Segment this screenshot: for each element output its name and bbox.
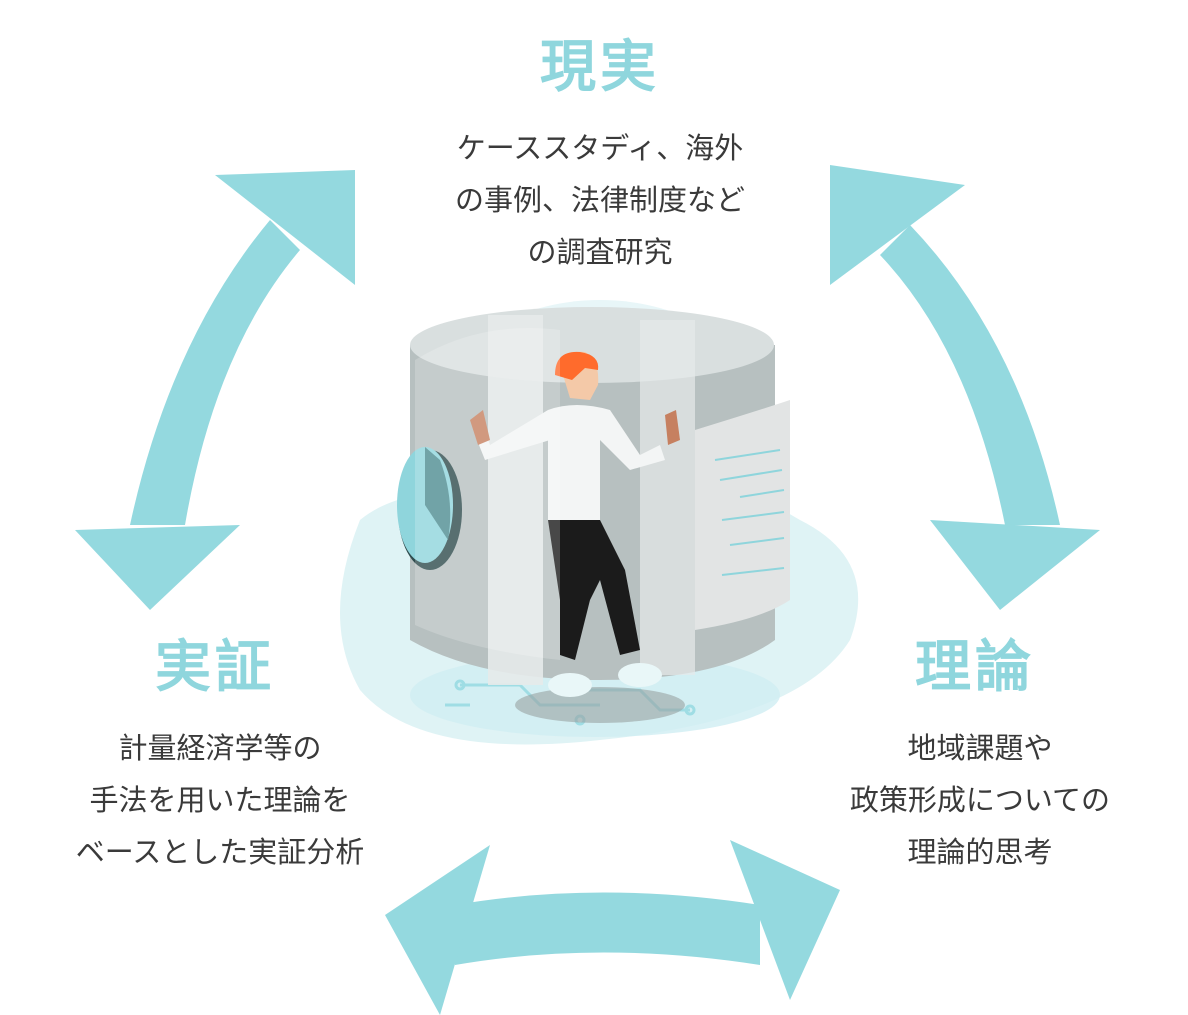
theory-line-2: 政策形成についての (849, 783, 1111, 817)
empirical-description: 計量経済学等の 手法を用いた理論を ベースとした実証分析 (10, 722, 430, 878)
reality-description: ケーススタディ、海外 の事例、法律制度など の調査研究 (400, 122, 800, 278)
reality-line-2: の事例、法律制度など (454, 183, 745, 217)
illustration (340, 300, 859, 745)
empirical-title: 実証 (155, 635, 275, 700)
pie-chart-icon (397, 447, 462, 570)
document-icon (695, 400, 790, 630)
empirical-line-1: 計量経済学等の (118, 731, 322, 765)
reality-line-1: ケーススタディ、海外 (456, 131, 744, 165)
empirical-line-3: ベースとした実証分析 (75, 835, 365, 869)
person-figure (470, 351, 680, 697)
arrow-reality-empirical (75, 170, 355, 610)
reality-title: 現実 (540, 35, 660, 100)
reality-line-3: の調査研究 (527, 235, 673, 269)
theory-line-3: 理論的思考 (907, 835, 1053, 869)
theory-description: 地域課題や 政策形成についての 理論的思考 (780, 722, 1180, 878)
arrow-empirical-theory (385, 840, 840, 1015)
arrow-reality-theory (830, 165, 1100, 610)
empirical-line-2: 手法を用いた理論を (89, 783, 351, 817)
theory-title: 理論 (915, 635, 1035, 700)
theory-line-1: 地域課題や (907, 731, 1053, 765)
